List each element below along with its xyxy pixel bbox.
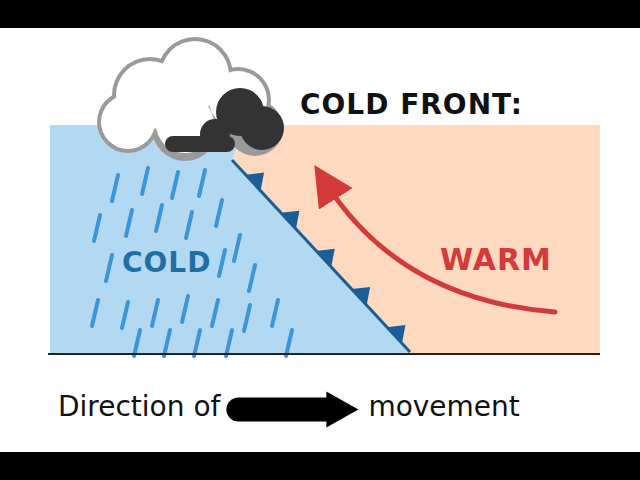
direction-label: Direction of [58, 392, 220, 423]
top-bar [0, 0, 640, 28]
front-triangles [246, 173, 406, 344]
direction-arrow [238, 397, 326, 421]
diagram-title: COLD FRONT: [300, 90, 523, 121]
movement-label: movement [368, 392, 519, 423]
bottom-bar [0, 452, 640, 480]
warm-air-arrow [325, 182, 555, 312]
ground-line [48, 353, 600, 355]
cold-air-label: COLD [122, 248, 211, 279]
direction-arrowhead [326, 391, 358, 427]
cloud [97, 37, 284, 161]
cold-air-region [50, 125, 410, 353]
front-line [232, 160, 410, 352]
rain [92, 168, 292, 356]
warm-air-label: WARM [440, 243, 552, 276]
